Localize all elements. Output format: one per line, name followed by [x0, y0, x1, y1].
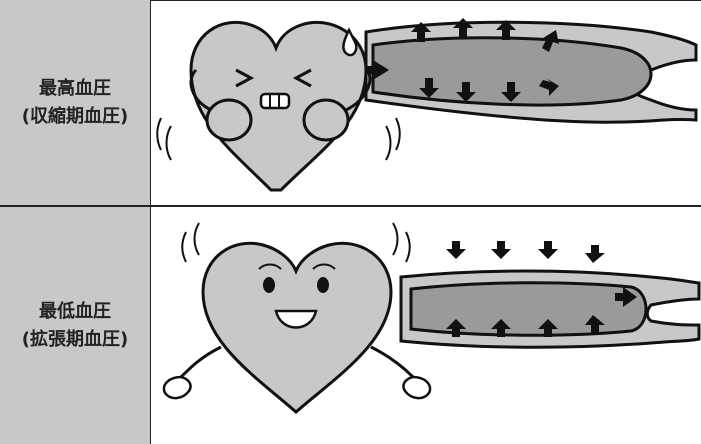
row-systolic: 最高血圧 (収縮期血圧) [0, 0, 701, 207]
label-cell-systolic: 最高血圧 (収縮期血圧) [0, 0, 151, 205]
label-diastolic-title: 最低血圧 [39, 298, 111, 326]
illustration-diastolic [151, 207, 701, 444]
heart-character-diastolic [164, 223, 430, 412]
blood-vessel-systolic [366, 22, 696, 122]
systolic-heart-illustration [151, 0, 701, 206]
row-diastolic: 最低血圧 (拡張期血圧) [0, 207, 701, 444]
label-diastolic-subtitle: (拡張期血圧) [22, 326, 128, 354]
heart-character-systolic [157, 22, 400, 190]
diastolic-heart-illustration [151, 207, 701, 444]
label-cell-diastolic: 最低血圧 (拡張期血圧) [0, 207, 151, 444]
label-systolic-subtitle: (収縮期血圧) [22, 103, 128, 131]
illustration-systolic [151, 0, 701, 205]
label-systolic-title: 最高血圧 [39, 75, 111, 103]
